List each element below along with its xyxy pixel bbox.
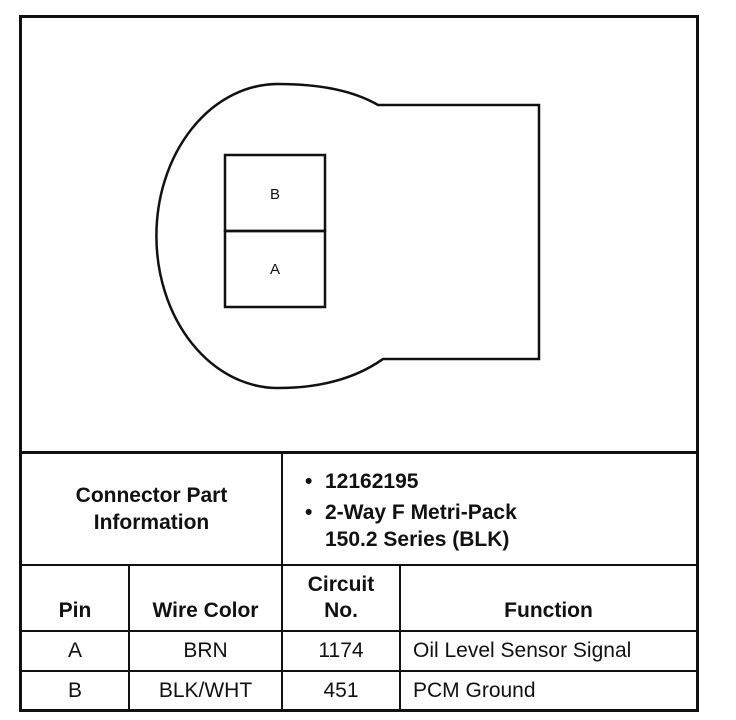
row-a-pin: A [22,629,130,672]
header-circuit-no: Circuit No. [281,563,401,632]
row-b-circuit: 451 [281,669,401,709]
row-b-wire-color: BLK/WHT [128,669,283,709]
cavity-a-label: A [270,261,280,278]
cavity-a-box [223,229,327,309]
connector-diagram-frame: B A Connector Part Information • 1216219… [19,15,699,712]
connector-part-label-line2: Information [93,510,210,534]
table-row: A BRN 1174 Oil Level Sensor Signal [22,629,696,672]
header-circuit-line1: Circuit [307,572,375,596]
table-header-row: Pin Wire Color Circuit No. Function [22,563,696,632]
connector-type-item: • 2-Way F Metri-Pack 150.2 Series (BLK) [305,499,696,553]
cavity-b-label: B [270,186,280,203]
header-function: Function [399,563,696,632]
row-a-wire-color: BRN [128,629,283,672]
connector-drawing: B A [155,82,541,390]
connector-pin-table: Connector Part Information • 12162195 • … [22,451,696,709]
connector-housing-outline [155,82,541,390]
row-b-function: PCM Ground [399,669,696,709]
bullet-1: • [305,470,313,493]
part-number: 12162195 [325,470,419,493]
connector-face-view: B A [22,18,696,451]
connector-type-line2: 150.2 Series (BLK) [325,528,510,551]
table-row: B BLK/WHT 451 PCM Ground [22,669,696,709]
header-pin: Pin [22,563,130,632]
connector-part-info-row: Connector Part Information • 12162195 • … [22,451,696,566]
connector-part-list: • 12162195 • 2-Way F Metri-Pack 150.2 Se… [283,454,696,553]
part-number-item: • 12162195 [305,468,696,495]
row-a-circuit: 1174 [281,629,401,672]
connector-type-line1: 2-Way F Metri-Pack [325,501,517,524]
header-circuit-line2: No. [324,598,358,622]
row-a-function: Oil Level Sensor Signal [399,629,696,672]
connector-part-label-line1: Connector Part [75,483,228,507]
header-wire-color: Wire Color [128,563,283,632]
connector-part-info-details: • 12162195 • 2-Way F Metri-Pack 150.2 Se… [281,451,696,566]
connector-part-info-label: Connector Part Information [22,451,283,566]
bullet-2: • [305,501,313,524]
row-b-pin: B [22,669,130,709]
